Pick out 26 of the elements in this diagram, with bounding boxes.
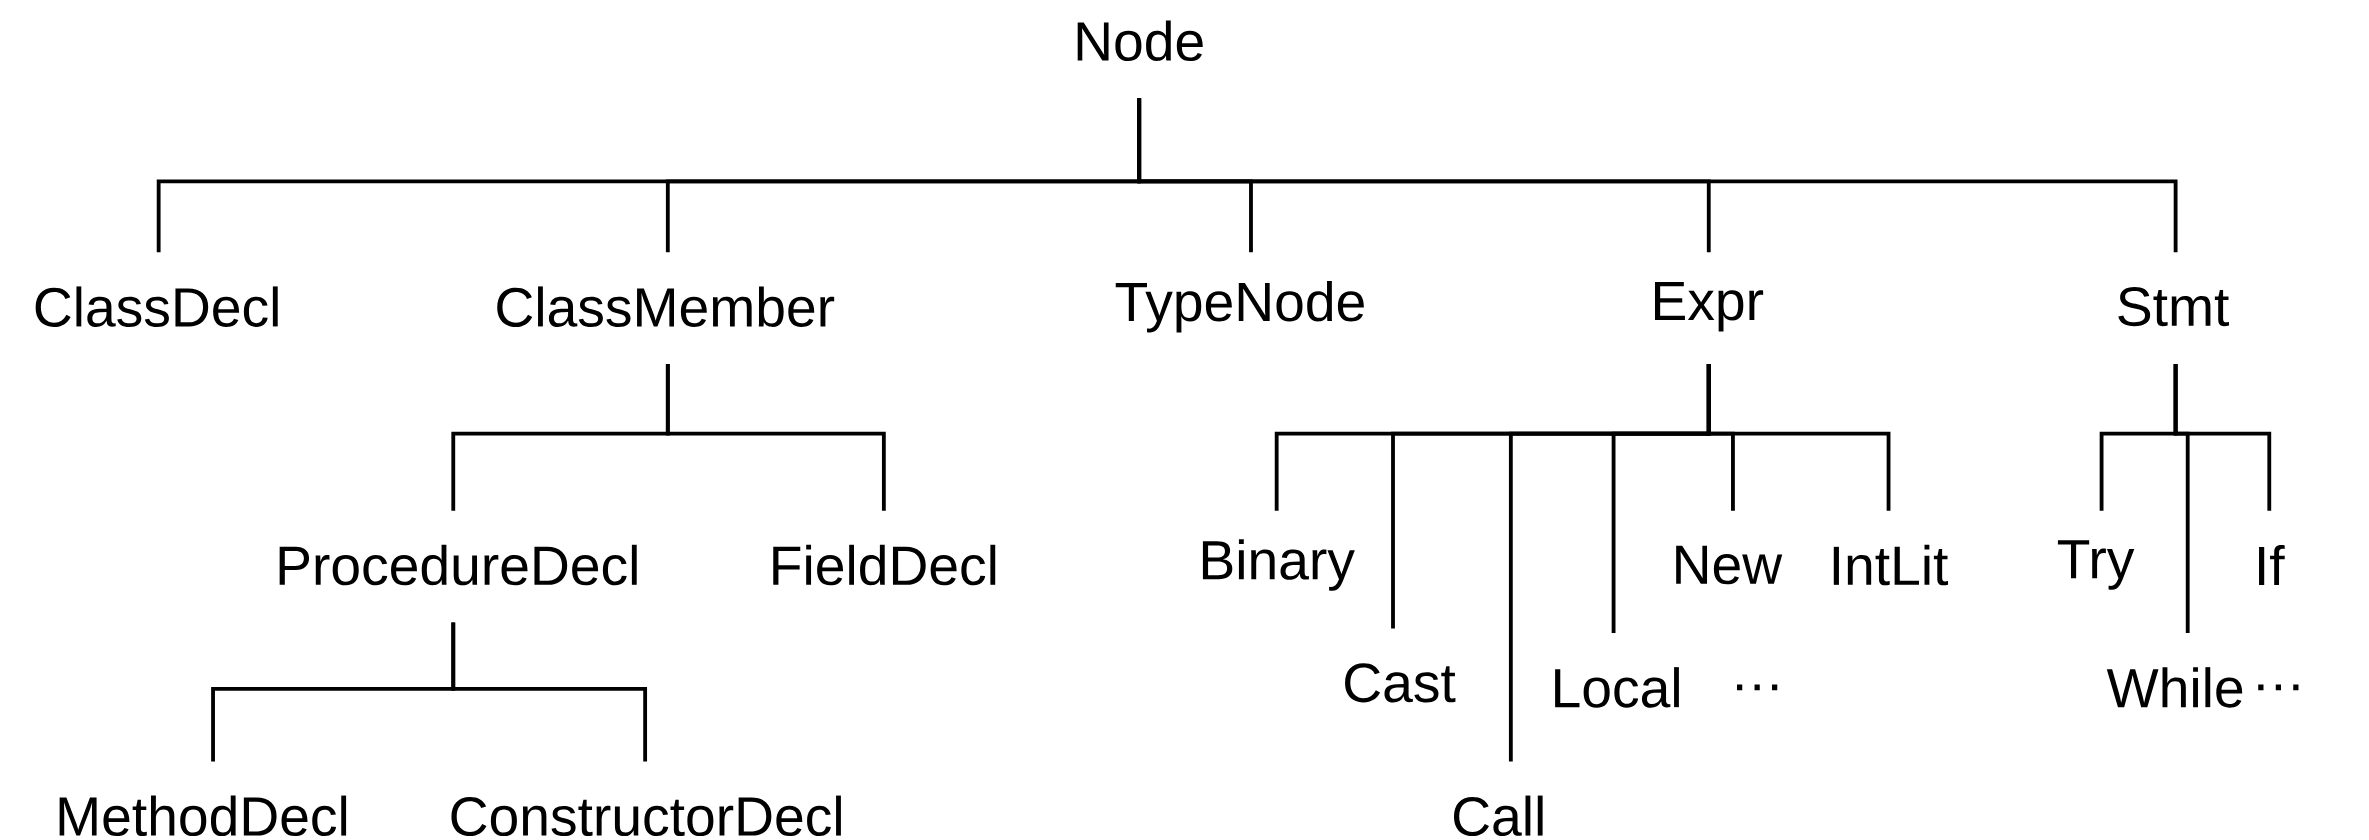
ellipsis-label: … — [2258, 684, 2299, 691]
node-label: ProcedureDecl — [279, 544, 637, 586]
tree-connector — [2173, 364, 2272, 511]
tree-connector — [1137, 98, 2178, 253]
node-label: IntLit — [1833, 544, 1949, 586]
node-label: Cast — [1345, 663, 1456, 703]
node-label: ClassDecl — [35, 286, 278, 327]
node-label: If — [2259, 545, 2285, 586]
tree-connector — [1706, 364, 1891, 511]
node-label: Expr — [1655, 281, 1764, 332]
node-label: MethodDecl — [59, 795, 347, 837]
node-label: Stmt — [2118, 287, 2229, 327]
tree-connector — [665, 364, 886, 511]
node-label: ConstructorDecl — [451, 795, 841, 837]
node-label: Local — [1555, 667, 1679, 708]
node-label: New — [1676, 545, 1783, 585]
node-label: Call — [1454, 795, 1543, 837]
ellipsis-label: … — [1737, 684, 1778, 691]
tree-connector — [451, 622, 648, 762]
node-label: ClassMember — [497, 286, 835, 327]
node-label: TypeNode — [1115, 280, 1364, 333]
node-label: While — [2106, 667, 2243, 708]
node-label: Node — [1077, 20, 1203, 62]
node-label: Binary — [1202, 539, 1355, 591]
node-label: FieldDecl — [773, 544, 996, 586]
node-label: Try — [2057, 540, 2135, 590]
